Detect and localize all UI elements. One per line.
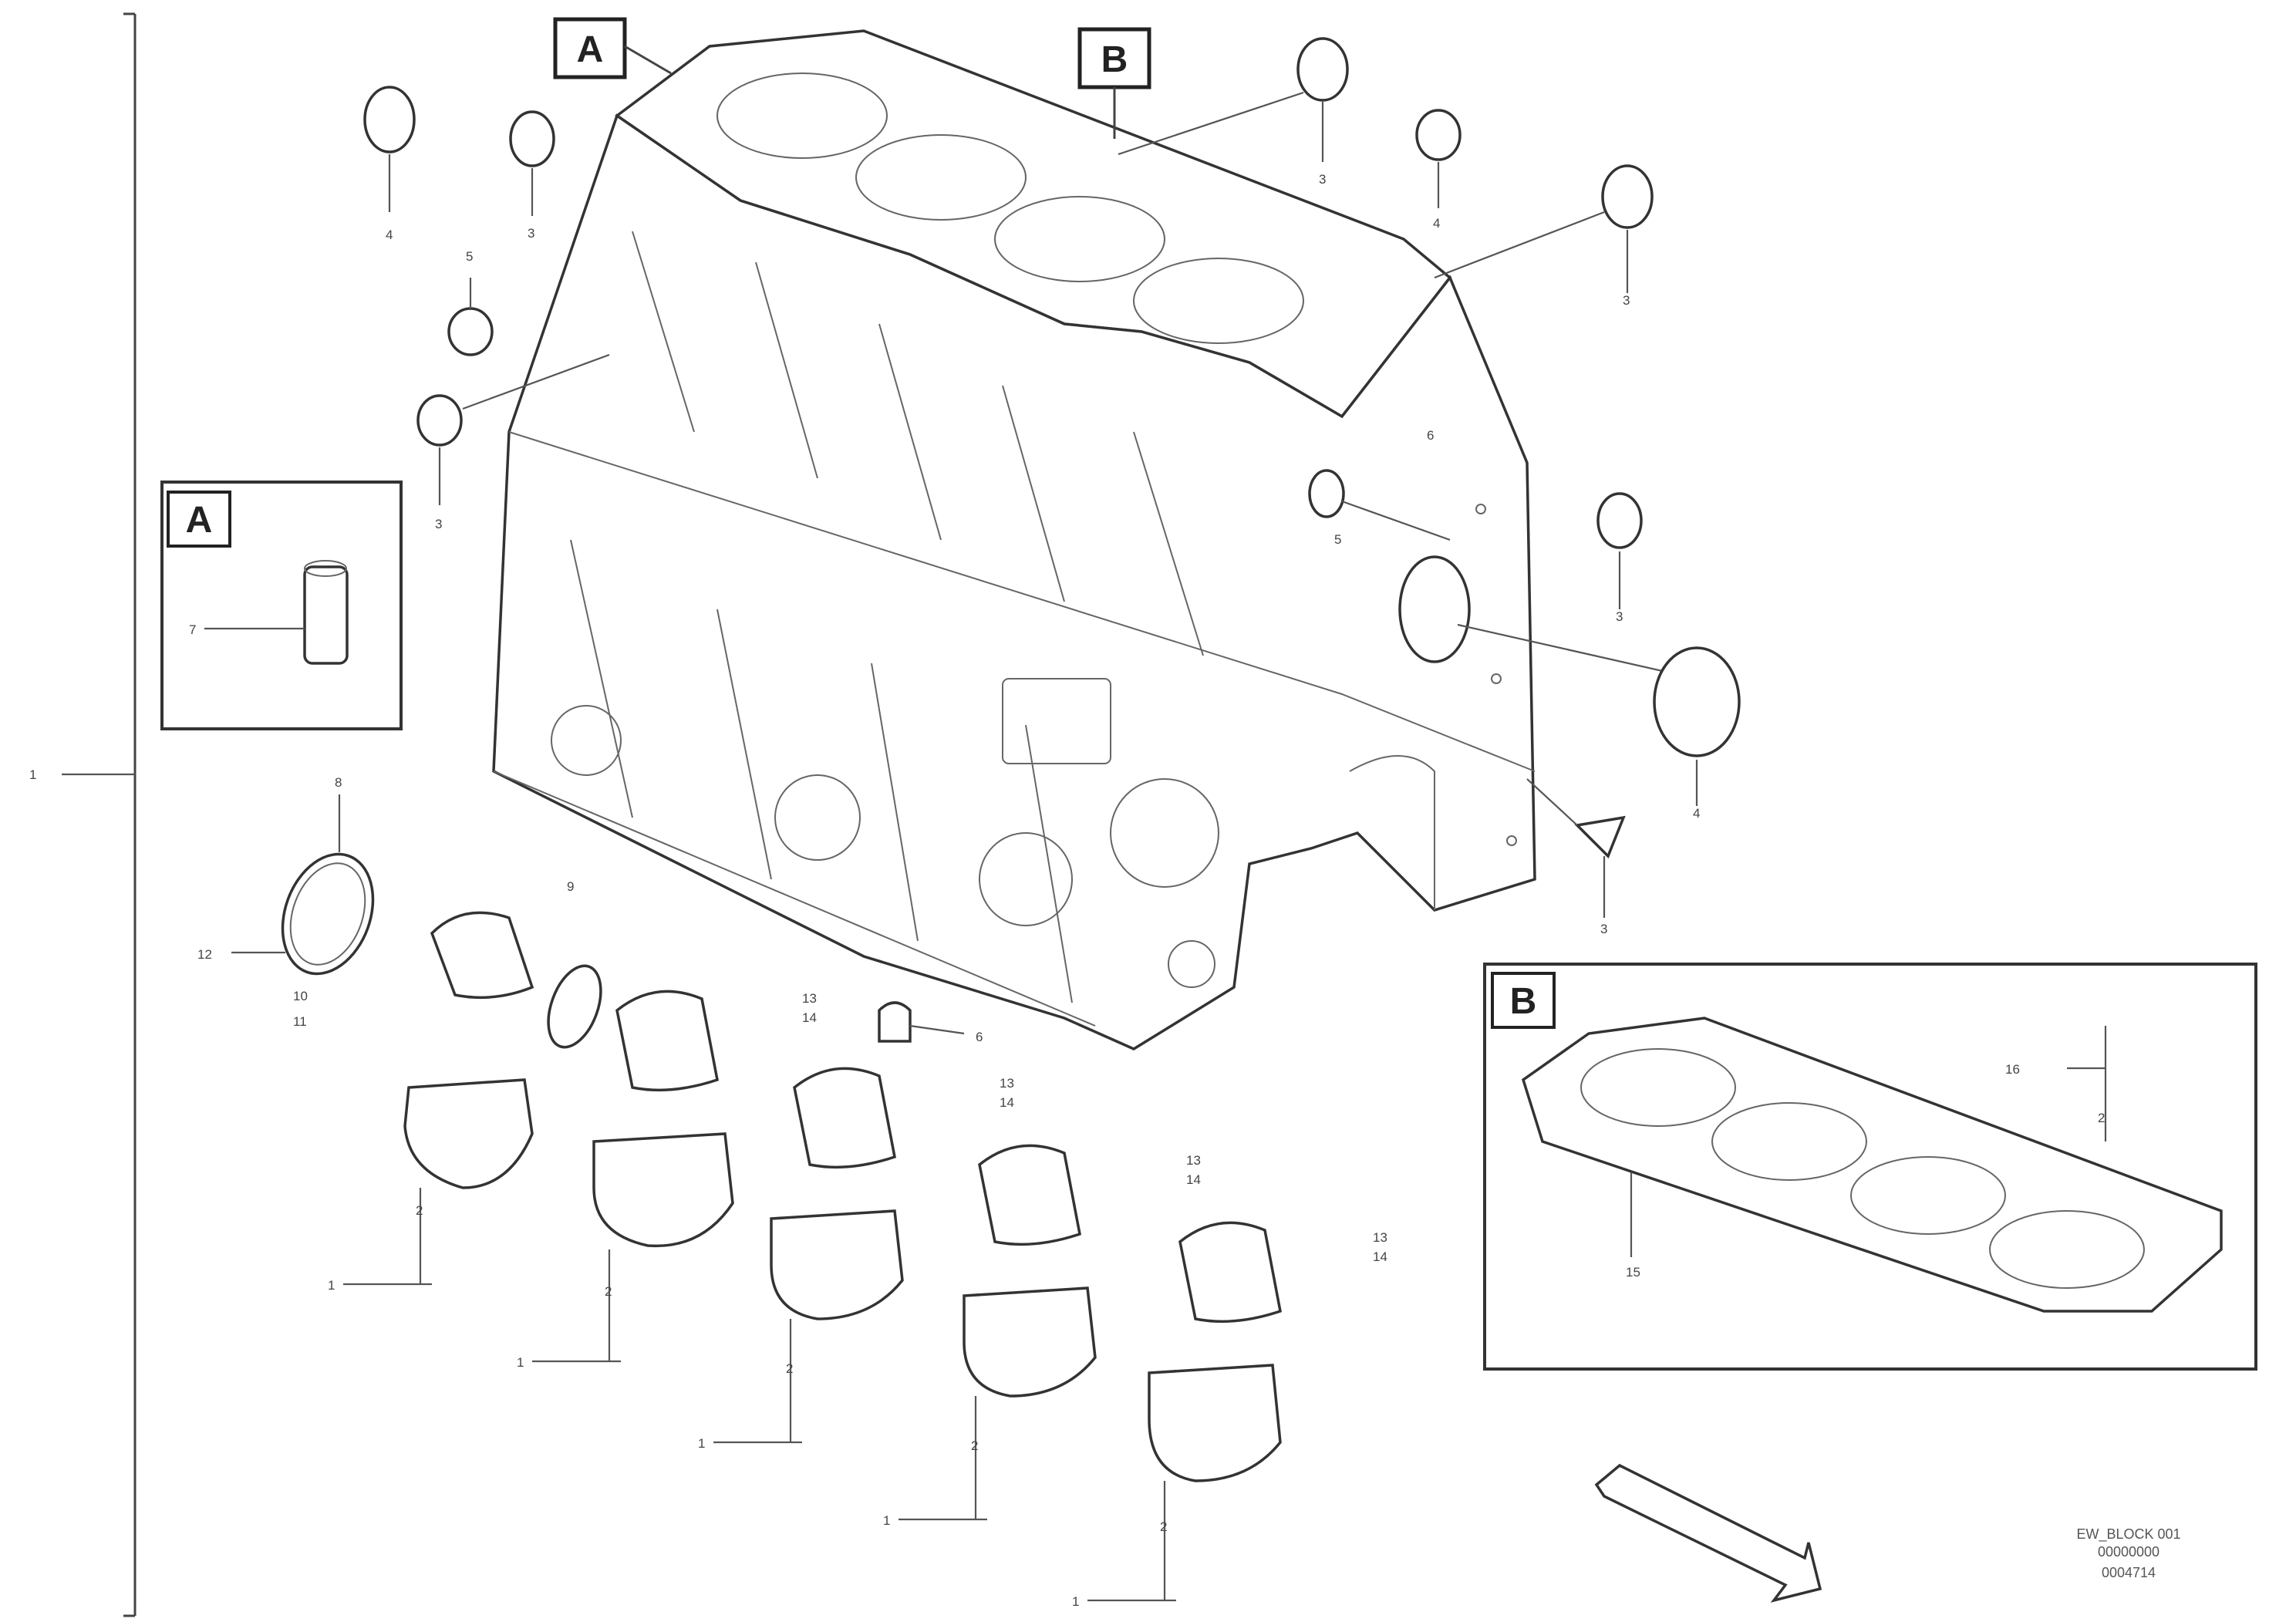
callout-c9: 1: [29, 767, 36, 782]
detail-b-tag: B: [1510, 981, 1537, 1022]
callout-c40: 1: [883, 1513, 890, 1528]
main-bearing-caps: [343, 911, 1283, 1602]
seal-ring: [231, 794, 602, 1049]
reference-code: EW_BLOCK 001 00000000 0004714: [2076, 1526, 2180, 1580]
callout-c35: 2: [1160, 1519, 1167, 1534]
plugs-and-washers: [363, 37, 1741, 1043]
callout-c19: 13: [1186, 1153, 1201, 1168]
callout-c32: 2: [605, 1284, 612, 1299]
callout-c27: 3: [1600, 922, 1607, 936]
callout-c7: 3: [1623, 293, 1630, 308]
callout-c41: 1: [1072, 1594, 1079, 1609]
callout-c28: 6: [1427, 428, 1434, 443]
callout-c29: 16: [2005, 1062, 2020, 1077]
callout-c34: 2: [971, 1438, 978, 1453]
callout-c12: 10: [293, 989, 308, 1003]
callout-c5: 3: [1319, 172, 1326, 187]
detail-view-b: B: [1483, 963, 2257, 1371]
cylinder-block: [492, 29, 1536, 1050]
callout-c18: 14: [1000, 1095, 1014, 1110]
callout-c15: 13: [802, 991, 817, 1006]
callout-c8: 7: [189, 622, 196, 637]
callout-c23: 6: [976, 1030, 983, 1044]
callout-c20: 14: [1186, 1172, 1201, 1187]
detail-view-a: A: [160, 481, 403, 730]
assembly-bracket: [62, 12, 137, 1617]
callout-c22: 14: [1373, 1249, 1387, 1264]
callout-c21: 13: [1373, 1230, 1387, 1245]
reference-line-3: 0004714: [2102, 1565, 2156, 1580]
callout-c39: 1: [698, 1436, 705, 1451]
callout-c30: 15: [1626, 1265, 1640, 1280]
callout-c38: 1: [517, 1355, 524, 1370]
callout-c3: 5: [466, 249, 473, 264]
callout-c10: 8: [335, 775, 342, 790]
callout-c14: 9: [567, 879, 574, 894]
callout-labels: 4 3 5 3 3 4 3 7 1 8 12 10 11 9 13 14 13 …: [29, 172, 2105, 1609]
view-tag-a-marker: A: [553, 17, 672, 79]
callout-c24: 5: [1334, 532, 1341, 547]
callout-c36: 2: [2098, 1111, 2105, 1125]
callout-c13: 11: [293, 1014, 307, 1029]
callout-c2: 3: [528, 226, 534, 241]
reference-line-2: 00000000: [2098, 1544, 2159, 1560]
callout-c4: 3: [435, 517, 442, 531]
callout-c16: 14: [802, 1010, 817, 1025]
view-tag-b-label: B: [1101, 39, 1128, 80]
callout-c33: 2: [786, 1361, 793, 1376]
callout-c17: 13: [1000, 1076, 1014, 1091]
view-tag-b-marker: B: [1077, 27, 1151, 139]
view-tag-a-label: A: [577, 29, 604, 70]
callout-c37: 1: [328, 1278, 335, 1293]
callout-c11: 12: [197, 947, 212, 962]
detail-a-tag: A: [186, 500, 213, 541]
callout-c25: 3: [1616, 609, 1623, 624]
callout-c31: 2: [416, 1203, 423, 1218]
reference-line-1: EW_BLOCK 001: [2076, 1526, 2180, 1543]
direction-arrow: [1594, 1463, 1822, 1603]
callout-c6: 4: [1433, 216, 1440, 231]
callout-c1: 4: [386, 228, 393, 242]
callout-c26: 4: [1693, 806, 1700, 821]
